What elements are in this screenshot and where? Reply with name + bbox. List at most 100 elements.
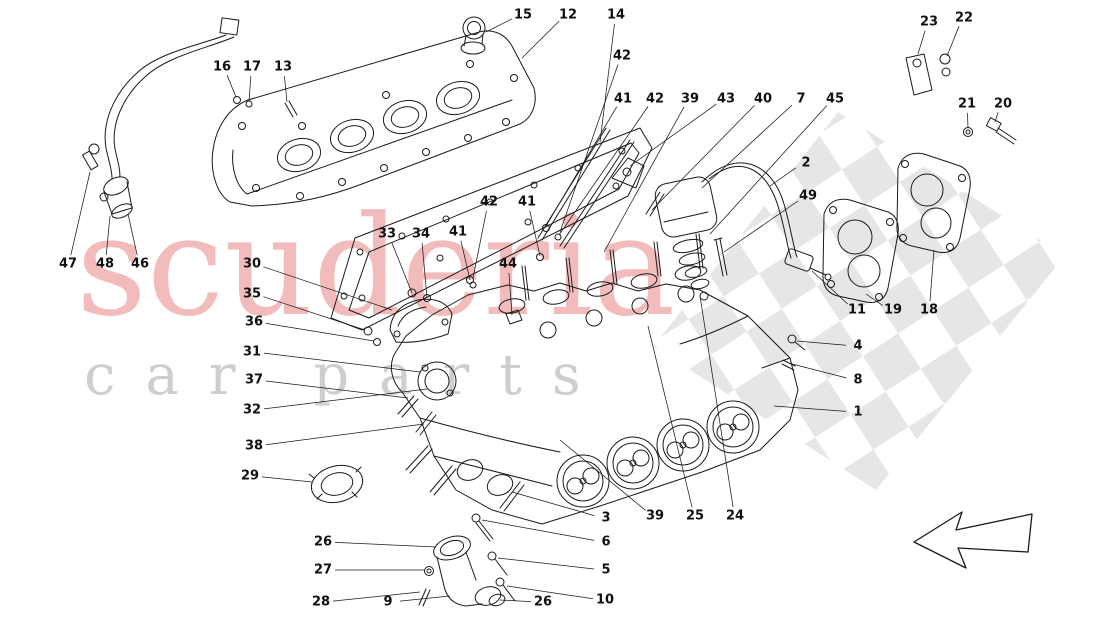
callout-24: 24 [725,508,745,524]
leader-line-20 [994,112,999,123]
leader-line-42 [558,106,649,236]
sensor-drawing [82,143,133,219]
leader-line-38 [265,423,425,446]
leader-line-11 [811,270,849,305]
leader-line-44 [508,272,513,316]
leader-line-18 [929,249,935,302]
callout-41: 41 [517,194,537,210]
leader-line-39 [559,439,646,511]
callout-25: 25 [685,508,705,524]
callout-40: 40 [753,91,773,107]
callout-39: 39 [680,91,700,107]
leader-line-31 [263,352,421,373]
callout-23: 23 [919,14,939,30]
cam-cover-gasket-drawing [330,127,653,331]
leader-line-26 [499,599,532,602]
bracket-fasteners-drawing [905,53,1017,145]
leader-line-47 [70,171,91,256]
callout-11: 11 [847,302,867,318]
callout-44: 44 [498,256,518,272]
leader-line-12 [521,20,560,59]
callout-43: 43 [716,91,736,107]
callout-28: 28 [311,594,331,610]
callout-20: 20 [993,96,1013,112]
leader-line-19 [865,293,883,306]
callout-45: 45 [825,91,845,107]
callout-14: 14 [606,7,626,23]
callout-12: 12 [558,7,578,23]
callout-35: 35 [242,286,262,302]
leader-line-9 [399,595,451,602]
leader-line-7 [701,104,793,189]
callout-6: 6 [601,534,611,550]
callout-10: 10 [595,592,615,608]
leader-line-43 [629,103,717,167]
callout-42: 42 [645,91,665,107]
callout-47: 47 [58,256,78,272]
leader-line-8 [791,363,847,379]
sensor-cable-drawing [104,17,240,179]
leader-line-16 [226,75,237,98]
callout-49: 49 [798,188,818,204]
leader-line-3 [511,491,595,516]
leader-line-17 [248,75,252,102]
callout-3: 3 [601,510,611,526]
leader-line-42 [472,210,487,279]
leader-line-15 [485,18,513,33]
leader-line-37 [265,380,409,399]
leader-line-39 [603,106,685,253]
leader-line-45 [709,105,828,235]
callout-5: 5 [601,562,611,578]
callout-1: 1 [853,404,863,420]
leader-line-41 [529,210,541,257]
callout-8: 8 [853,372,863,388]
leader-line-46 [127,213,138,256]
leader-line-41 [545,106,618,227]
callout-26: 26 [533,594,553,610]
leader-line-5 [497,557,595,570]
cylinder-head-drawing [390,233,806,525]
callout-30: 30 [242,256,262,272]
water-manifold-plate-drawing [822,198,899,303]
leader-line-49 [723,200,799,253]
callout-15: 15 [513,7,533,23]
studs-drawing [537,127,665,249]
leader-line-2 [769,167,797,187]
callout-42: 42 [612,48,632,64]
callout-19: 19 [883,302,903,318]
water-outlet-drawing [418,535,506,607]
callout-42: 42 [479,194,499,210]
leader-line-35 [263,296,366,331]
cam-cover-drawing [211,16,536,207]
callout-26: 26 [313,534,333,550]
leader-line-33 [391,242,413,294]
leader-line-13 [284,75,288,103]
callout-34: 34 [411,226,431,242]
leader-line-29 [261,476,313,483]
callout-21: 21 [957,96,977,112]
callout-41: 41 [448,224,468,240]
leader-line-30 [263,266,393,311]
callout-37: 37 [244,372,264,388]
callout-31: 31 [242,344,262,360]
leader-line-1 [773,405,847,412]
leader-line-28 [332,591,421,602]
callout-13: 13 [273,59,293,75]
leader-line-34 [421,242,428,299]
callout-4: 4 [853,338,863,354]
leader-line-48 [105,215,111,256]
callout-46: 46 [130,256,150,272]
leader-line-26 [334,542,437,548]
bottom-fasteners-drawing [471,481,525,602]
callout-22: 22 [954,10,974,26]
callout-29: 29 [240,468,260,484]
callout-36: 36 [244,314,264,330]
callout-39: 39 [645,508,665,524]
callout-32: 32 [242,402,262,418]
end-plate-gasket-drawing [896,152,971,253]
leader-line-32 [263,388,428,410]
leader-line-36 [265,323,375,342]
callout-41: 41 [613,91,633,107]
leader-line-4 [796,340,847,346]
